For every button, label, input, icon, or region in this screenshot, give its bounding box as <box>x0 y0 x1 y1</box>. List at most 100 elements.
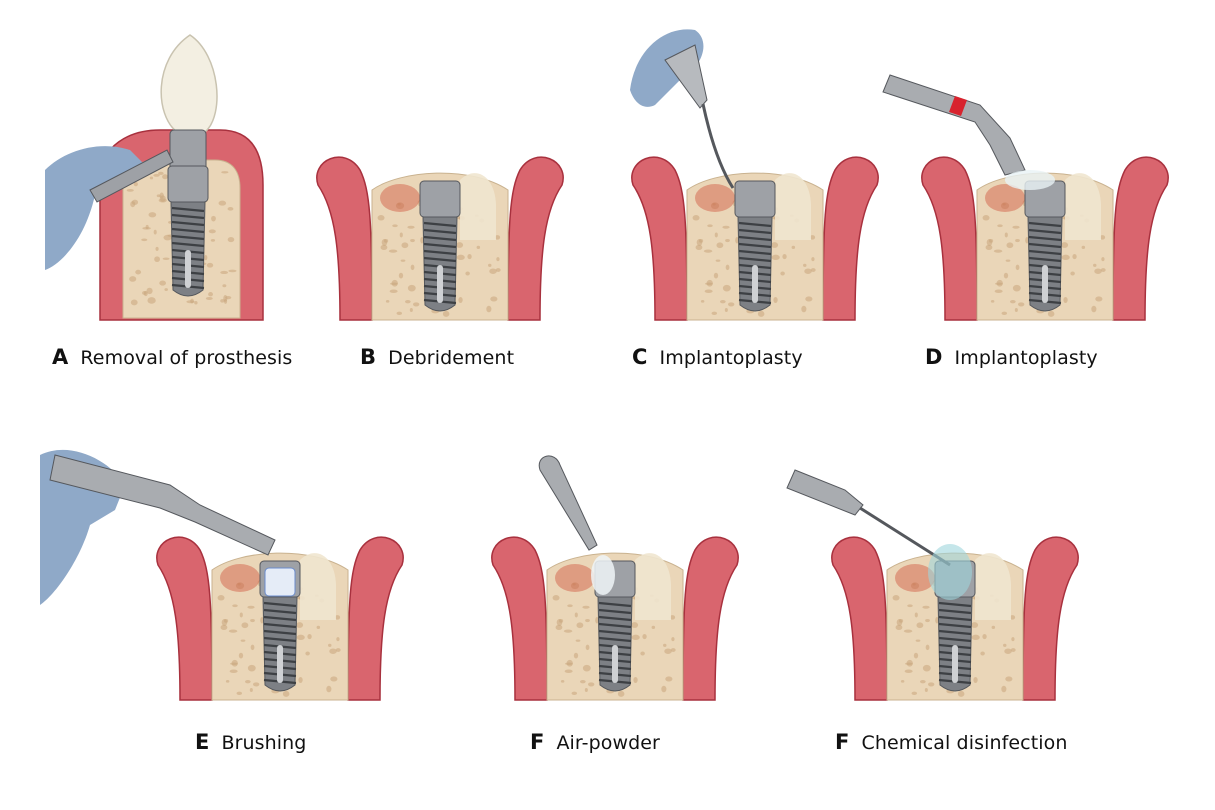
implant-thread <box>423 256 457 263</box>
caption-b: B Debridement <box>360 345 514 369</box>
implant-thread <box>738 249 772 256</box>
treatment-site <box>921 156 1169 321</box>
implant-thread <box>738 242 772 249</box>
adjacent-tooth <box>635 553 671 620</box>
panel-e-illustration <box>40 449 404 701</box>
panel-c <box>625 20 885 330</box>
implant-collar <box>734 180 776 218</box>
implant-thread <box>598 601 632 608</box>
panel-label: Brushing <box>221 732 307 754</box>
implant-thread <box>1028 256 1062 263</box>
gum-flap-right <box>682 536 739 701</box>
panel-b <box>310 150 570 330</box>
implant-thread <box>738 256 772 263</box>
disinfectant-spray-icon <box>928 544 972 600</box>
panel-label: Implantoplasty <box>954 347 1098 369</box>
gum-flap-left <box>921 156 978 321</box>
implant-groove <box>185 250 191 288</box>
implant-thread <box>263 622 297 629</box>
panel-a-illustration <box>45 34 264 321</box>
panel-f-air <box>485 400 755 720</box>
curette-tip <box>701 103 735 189</box>
implant-groove <box>952 645 958 683</box>
treatment-site <box>631 156 879 321</box>
panel-b-illustration <box>316 156 564 321</box>
panel-letter: D <box>925 345 943 369</box>
implant-thread <box>171 241 205 248</box>
caption-d: D Implantoplasty <box>925 345 1098 369</box>
implant-thread <box>598 622 632 629</box>
treatment-site <box>831 536 1079 701</box>
panel-letter: F <box>530 730 545 754</box>
treatment-site <box>316 156 564 321</box>
gum-flap-right <box>1022 536 1079 701</box>
implant-thread <box>1028 228 1062 235</box>
implant-groove <box>1042 265 1048 303</box>
gum-flap-left <box>831 536 888 701</box>
implant-groove <box>277 645 283 683</box>
panel-f-air-illustration <box>491 455 739 701</box>
adjacent-tooth <box>460 173 496 240</box>
inflamed-tissue <box>555 564 595 592</box>
implant-collar <box>167 165 209 203</box>
panel-label: Debridement <box>388 347 515 369</box>
panel-letter: B <box>360 345 377 369</box>
implant-thread <box>1028 249 1062 256</box>
implant-thread <box>171 227 205 234</box>
glove-hand-icon <box>630 29 704 107</box>
implant-thread <box>1028 221 1062 228</box>
implant-thread <box>938 629 972 636</box>
treatment-site <box>156 536 404 701</box>
implant-thread <box>938 615 972 622</box>
gum-flap-left <box>316 156 373 321</box>
contra-angle-handpiece <box>882 74 1026 176</box>
implant-groove <box>612 645 618 683</box>
implant-thread <box>171 220 205 227</box>
inflamed-tissue <box>220 564 260 592</box>
caption-e: E Brushing <box>195 730 306 754</box>
implant-thread <box>598 629 632 636</box>
implant-fixture <box>167 165 209 297</box>
implant-collar <box>419 180 461 218</box>
implant-thread <box>938 608 972 615</box>
implant-thread <box>263 615 297 622</box>
gum-flap-right <box>822 156 879 321</box>
panel-letter: E <box>195 730 210 754</box>
panel-d-illustration <box>882 74 1169 321</box>
adjacent-tooth <box>975 553 1011 620</box>
panel-a <box>45 20 305 321</box>
implant-thread <box>598 615 632 622</box>
panel-f-chem <box>786 400 1105 720</box>
implant-thread <box>263 601 297 608</box>
spray-icon <box>591 555 615 595</box>
implant-thread <box>423 228 457 235</box>
implant-thread <box>423 249 457 256</box>
implant-thread <box>171 213 205 220</box>
implant-thread <box>263 629 297 636</box>
gum-flap-left <box>156 536 213 701</box>
panel-label: Implantoplasty <box>659 347 803 369</box>
handpiece-red-band <box>949 96 967 116</box>
inflamed-tissue <box>695 184 735 212</box>
handpiece-tool <box>89 149 174 203</box>
panel-letter: F <box>835 730 850 754</box>
abutment <box>169 129 207 171</box>
implant-thread <box>423 242 457 249</box>
implant-thread <box>938 636 972 643</box>
treatment-site <box>491 536 739 701</box>
inflamed-tissue <box>895 564 935 592</box>
rotary-brush-icon <box>264 567 296 597</box>
curette-tool <box>664 44 708 109</box>
implant-thread <box>263 636 297 643</box>
implant-groove <box>437 265 443 303</box>
implant-fixture <box>419 180 461 312</box>
implant-thread <box>171 234 205 241</box>
crown-icon <box>160 34 218 133</box>
implant-thread <box>738 235 772 242</box>
panel-label: Removal of prosthesis <box>80 347 293 369</box>
air-powder-nozzle <box>538 455 598 551</box>
gum-flap-right <box>1112 156 1169 321</box>
